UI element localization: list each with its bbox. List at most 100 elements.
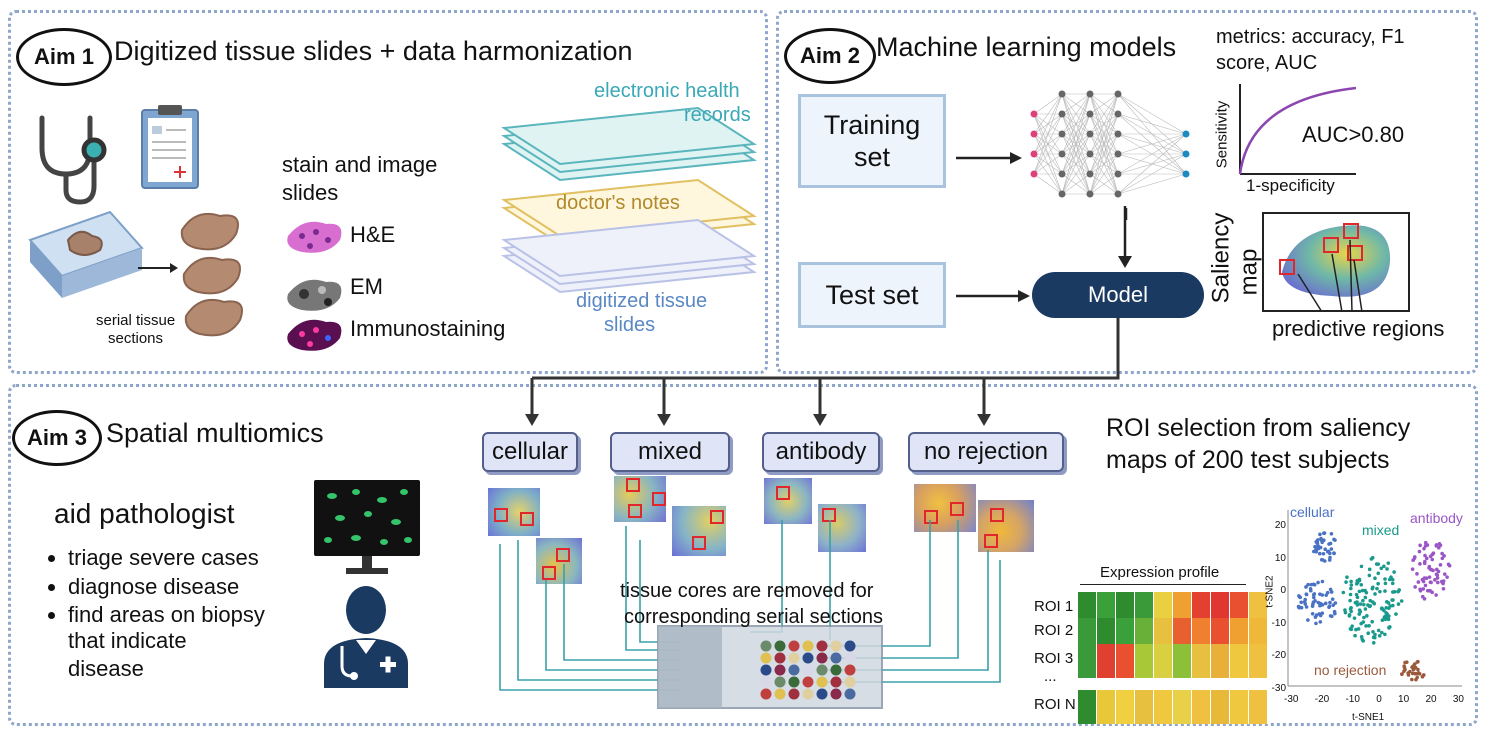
category-cellular: cellular xyxy=(482,432,578,472)
auc-label: AUC>0.80 xyxy=(1302,122,1405,147)
roi-box xyxy=(692,536,706,550)
ehr-layers xyxy=(501,106,757,182)
aim2-title: Machine learning models xyxy=(876,32,1177,62)
roi-box xyxy=(822,508,836,522)
tsne-ytick: -20 xyxy=(1271,650,1286,662)
test-set-box: Test set xyxy=(798,262,946,328)
aim3-badge: Aim 3 xyxy=(12,410,102,466)
stain-immuno-label: Immunostaining xyxy=(350,316,506,341)
tsne-xlabel: t-SNE1 xyxy=(1352,712,1385,723)
roi-box xyxy=(710,510,724,524)
aim3-title: Spatial multiomics xyxy=(106,418,324,448)
tsne-xtick: -10 xyxy=(1345,694,1360,705)
tsne-plot xyxy=(1287,510,1462,687)
roi-label-n: ROI N xyxy=(1034,696,1076,713)
roc-curve xyxy=(1238,84,1357,175)
saliency-label-line2: map xyxy=(1235,248,1263,296)
training-label-line1: Training xyxy=(823,109,921,140)
patch-antibody-2 xyxy=(818,504,866,552)
roi-box xyxy=(628,504,642,518)
category-no-rejection: no rejection xyxy=(908,432,1064,472)
serial-sections-icon xyxy=(180,212,243,337)
category-mixed: mixed xyxy=(610,432,730,472)
heatmap-row xyxy=(1078,644,1268,678)
roc-ylabel: Sensitivity xyxy=(1213,100,1231,169)
roi-selection-line1: ROI selection from saliency xyxy=(1106,414,1411,442)
patch-no-rejection-2 xyxy=(978,500,1034,552)
heatmap-row xyxy=(1078,690,1268,724)
digitized-label-line2: slides xyxy=(604,314,656,336)
roi-box xyxy=(776,486,790,500)
roc-xlabel: 1-specificity xyxy=(1246,176,1335,195)
tsne-yticks: 20 10 0 -10 -20 -30 xyxy=(1266,520,1286,694)
training-label-line2: set xyxy=(853,142,891,172)
aim1-title: Digitized tissue slides + data harmoniza… xyxy=(114,36,633,66)
roi-label-3: ROI 3 xyxy=(1034,650,1074,667)
aim2-panel xyxy=(776,10,1478,374)
patch-mixed-2 xyxy=(672,506,726,556)
roi-box xyxy=(990,508,1004,522)
roi-box xyxy=(950,502,964,516)
bullet-find-areas-cont1: that indicate xyxy=(68,628,187,653)
tsne-xtick: 0 xyxy=(1376,694,1382,705)
tsne-ytick: 10 xyxy=(1274,552,1286,564)
heatmap-row xyxy=(1078,592,1268,626)
roi-box xyxy=(984,534,998,548)
model-node: Model xyxy=(1032,272,1204,318)
digitized-label-line1: digitized tissue xyxy=(576,290,708,312)
metrics-line2: score, AUC xyxy=(1216,52,1318,74)
monitor-icon xyxy=(314,480,420,574)
tsne-group-cellular: cellular xyxy=(1290,504,1335,520)
tsne-xtick: -30 xyxy=(1284,694,1299,705)
serial-label-line2: sections xyxy=(108,330,164,347)
training-set-box: Training set xyxy=(798,94,946,188)
digitized-layers xyxy=(501,218,757,294)
bullet-diagnose: diagnose disease xyxy=(68,573,265,602)
em-thumbnail xyxy=(287,279,342,311)
neural-network-icon xyxy=(956,90,1190,220)
roi-label-2: ROI 2 xyxy=(1034,622,1074,639)
saliency-map xyxy=(1262,212,1410,312)
aim1-badge: Aim 1 xyxy=(16,28,112,86)
saliency-label-line1: Saliency xyxy=(1207,212,1235,304)
clipboard-icon xyxy=(141,105,199,189)
stain-heading-line2: slides xyxy=(282,180,339,205)
stain-em-label: EM xyxy=(350,274,383,299)
aim1-graphics xyxy=(28,105,757,351)
ehr-label-line1: electronic health xyxy=(594,80,740,102)
patch-no-rejection-1 xyxy=(914,484,976,532)
tsne-ytick: -30 xyxy=(1271,682,1286,694)
aim2-badge: Aim 2 xyxy=(784,28,876,84)
test-set-label: Test set xyxy=(825,279,919,310)
roi-box xyxy=(626,478,640,492)
roi-box xyxy=(924,510,938,524)
roi-box xyxy=(520,512,534,526)
he-stain-thumbnail xyxy=(287,221,342,253)
tsne-xtick: 30 xyxy=(1452,694,1464,705)
roi-selection-line2: maps of 200 test subjects xyxy=(1106,446,1390,474)
cores-label-line1: tissue cores are removed for xyxy=(620,580,874,602)
aid-pathologist-label: aid pathologist xyxy=(54,498,235,529)
tsne-ytick: 20 xyxy=(1274,520,1286,531)
tsne-xtick: 10 xyxy=(1398,694,1410,705)
roi-box xyxy=(494,508,508,522)
model-to-categories-arrows xyxy=(525,318,1120,426)
bullet-triage: triage severe cases xyxy=(68,544,265,573)
tsne-group-antibody: antibody xyxy=(1410,510,1463,526)
bullet-find-areas-cont2: disease xyxy=(68,656,144,681)
aid-bullets: triage severe cases diagnose disease fin… xyxy=(46,544,265,630)
roi-box xyxy=(542,566,556,580)
tsne-ytick: 0 xyxy=(1280,585,1286,597)
tsne-ytick: -10 xyxy=(1271,617,1286,629)
category-antibody: antibody xyxy=(762,432,880,472)
cores-label-line2: corresponding serial sections xyxy=(624,606,884,628)
aim1-panel xyxy=(8,10,768,374)
stain-he-label: H&E xyxy=(350,222,396,247)
nn-to-model-arrow xyxy=(1118,206,1132,268)
tsne-xtick: 20 xyxy=(1425,694,1437,705)
tissue-microarray-slide xyxy=(499,520,1001,709)
heatmap-row xyxy=(1078,618,1268,652)
tissue-block-icon xyxy=(28,210,144,298)
notes-label: doctor's notes xyxy=(556,192,680,214)
serial-label-line1: serial tissue xyxy=(96,312,176,329)
